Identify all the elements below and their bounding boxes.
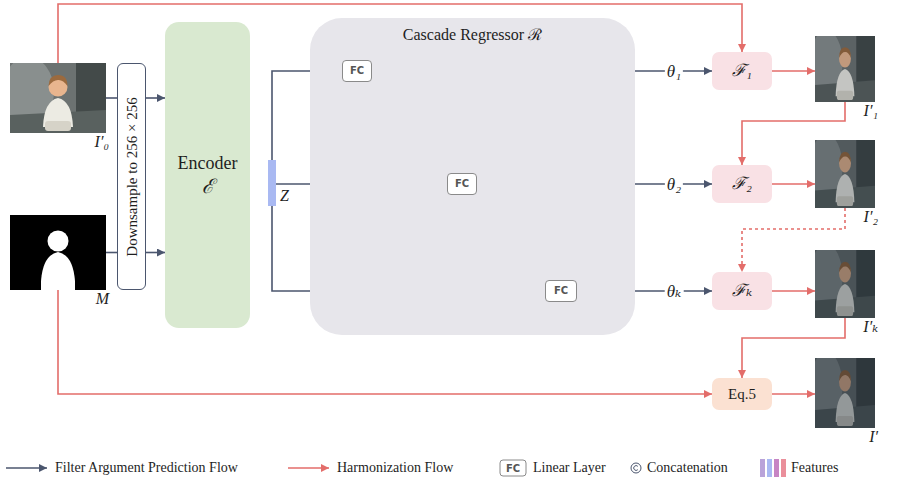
flow-arrow bbox=[106, 97, 117, 99]
output-photo bbox=[810, 30, 875, 102]
filter-label: ℱₖ bbox=[732, 281, 752, 301]
legend-sample bbox=[781, 459, 786, 477]
regressor-panel: FC FC FC Cascade Regressor ℛ bbox=[310, 18, 635, 335]
linear-layer: FC bbox=[447, 173, 477, 195]
image-label: I′ bbox=[869, 429, 878, 445]
output-photo: I′ bbox=[815, 358, 875, 428]
linear-layer: FC bbox=[342, 60, 372, 82]
box-label: Downsample to 256 × 256 bbox=[123, 97, 140, 256]
photo-tint bbox=[815, 36, 875, 102]
legend-sample bbox=[6, 467, 47, 469]
legend-text: Harmonization Flow bbox=[337, 459, 453, 477]
filter-box: ℱ₂ bbox=[712, 165, 772, 203]
edge-label: θ₁ bbox=[665, 62, 683, 81]
legend-sample bbox=[631, 463, 641, 473]
legend-text: Concatenation bbox=[647, 459, 728, 477]
photo-tint bbox=[815, 250, 875, 318]
feature-label: Z bbox=[280, 188, 289, 204]
flow-arrow bbox=[772, 393, 815, 395]
latent-feature: Z bbox=[268, 160, 276, 206]
filter-box: ℱₖ bbox=[712, 272, 772, 310]
flow-arrow bbox=[772, 183, 815, 185]
layer-label: FC bbox=[350, 65, 364, 77]
flow-arrow bbox=[772, 290, 815, 292]
mask-image: M bbox=[10, 215, 106, 290]
filter-label: ℱ₁ bbox=[732, 61, 752, 81]
photo-tint bbox=[815, 358, 875, 428]
flow-arrow bbox=[106, 252, 117, 254]
equation-box: Eq.5 bbox=[712, 378, 772, 410]
output-photo bbox=[810, 352, 875, 428]
box-label: ℰ bbox=[202, 174, 214, 198]
legend-text: Filter Argument Prediction Flow bbox=[55, 459, 238, 477]
photo-tint bbox=[815, 140, 875, 208]
output-photo: I′₂ bbox=[815, 140, 875, 208]
linear-layer: FC bbox=[545, 280, 577, 302]
legend-sample bbox=[500, 460, 526, 476]
flow-arrow bbox=[146, 97, 165, 99]
equation-label: Eq.5 bbox=[728, 385, 756, 403]
input-photo bbox=[2, 57, 106, 133]
encoder-box: Encoderℰ bbox=[165, 22, 250, 328]
legend-text: Linear Layer bbox=[533, 459, 606, 477]
panel-title: Cascade Regressor ℛ bbox=[403, 25, 542, 44]
image-label: I′₀ bbox=[95, 134, 109, 150]
edge-label: θ₂ bbox=[665, 175, 683, 194]
filter-box: ℱ₁ bbox=[712, 52, 772, 90]
legend-sample bbox=[774, 459, 779, 477]
box-label: Encoder bbox=[178, 152, 238, 174]
edge-label: θₖ bbox=[665, 282, 684, 301]
legend-sample bbox=[288, 467, 329, 469]
image-label: I′ₖ bbox=[863, 319, 878, 335]
legend-text: Features bbox=[791, 459, 838, 477]
legend-sample bbox=[767, 459, 772, 477]
image-label: I′₂ bbox=[864, 209, 878, 225]
legend-layer-label: FC bbox=[500, 460, 526, 476]
input-photo: I′₀ bbox=[10, 63, 106, 133]
output-photo bbox=[810, 244, 875, 318]
image-label: M bbox=[96, 291, 109, 307]
layer-label: FC bbox=[455, 178, 469, 190]
flow-arrow bbox=[772, 70, 815, 72]
legend-sample bbox=[760, 459, 765, 477]
image-label: I′₁ bbox=[864, 103, 878, 119]
output-photo: I′ₖ bbox=[815, 250, 875, 318]
flow-arrow bbox=[146, 252, 165, 254]
downsample-box: Downsample to 256 × 256 bbox=[117, 63, 146, 290]
layer-label: FC bbox=[554, 285, 568, 297]
output-photo: I′₁ bbox=[815, 36, 875, 102]
filter-label: ℱ₂ bbox=[732, 174, 752, 194]
mask-image bbox=[10, 215, 106, 290]
output-photo bbox=[810, 134, 875, 208]
